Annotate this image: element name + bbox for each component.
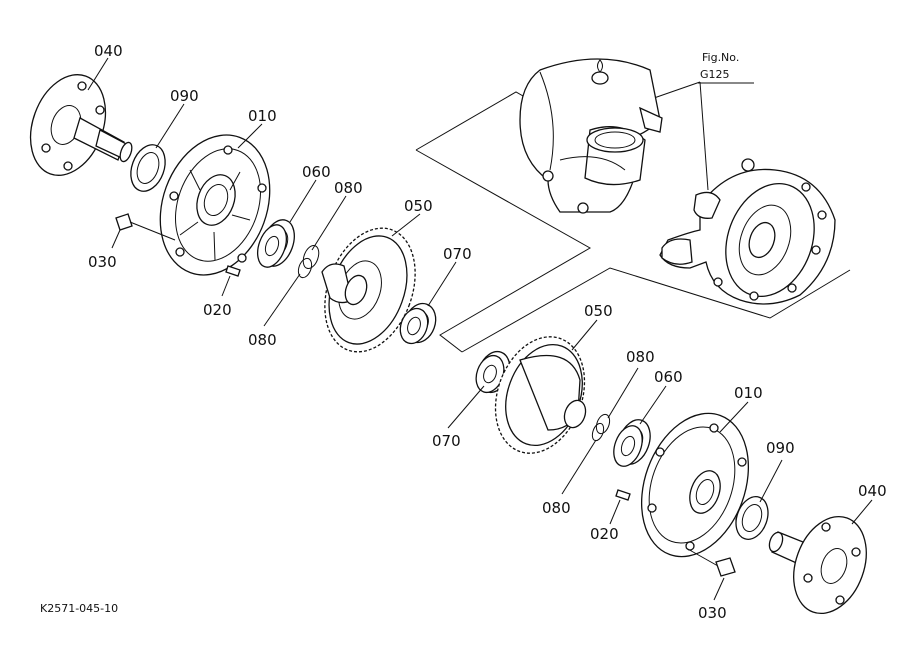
- callout-030-left: 030: [88, 253, 117, 271]
- leader-lines: [87, 57, 873, 601]
- figure-reference-note: Fig.No. G125: [700, 51, 739, 81]
- callout-080-left-top: 080: [334, 179, 363, 197]
- callout-040-left: 040: [94, 42, 123, 60]
- lower-axle-housing: [659, 158, 836, 305]
- callout-040-right: 040: [858, 482, 887, 500]
- upper-axle-housing: [519, 58, 663, 214]
- part-030-bolt-right: [685, 547, 736, 577]
- callout-080-left-bottom: 080: [248, 331, 277, 349]
- part-080-ring-right: [591, 413, 611, 442]
- callout-070-left: 070: [443, 245, 472, 263]
- fig-no-label: Fig.No.: [702, 51, 739, 64]
- callout-010-left: 010: [248, 107, 277, 125]
- callout-050-right: 050: [584, 302, 613, 320]
- part-030-bolt-left: [115, 213, 176, 241]
- part-020-pin-right: [615, 489, 631, 501]
- callout-080-right-bottom: 080: [542, 499, 571, 517]
- callout-010-right: 010: [734, 384, 763, 402]
- part-010-cover-left: [159, 134, 271, 276]
- part-050-bevel-gear-left: [321, 227, 416, 353]
- callout-090-right: 090: [766, 439, 795, 457]
- part-080-ring-left-top: [302, 244, 320, 270]
- part-060-bearing-left: [257, 219, 295, 268]
- part-020-pin-left: [225, 265, 241, 277]
- part-060-bearing-right: [613, 419, 651, 467]
- callout-070-right: 070: [432, 432, 461, 450]
- part-080-ring-left-bottom: [297, 257, 313, 279]
- part-090-seal-right: [735, 496, 769, 540]
- callout-030-right: 030: [698, 604, 727, 622]
- part-010-cover-right: [640, 412, 750, 558]
- part-040-flange-shaft-right: [768, 515, 867, 615]
- callout-labels: 040 090 010 060 080 050 070 030 020 080 …: [88, 42, 887, 622]
- callout-080-right: 080: [626, 348, 655, 366]
- callout-060-right: 060: [654, 368, 683, 386]
- drawing-code: K2571-045-10: [40, 602, 118, 615]
- callout-020-right: 020: [590, 525, 619, 543]
- callout-090-left: 090: [170, 87, 199, 105]
- callout-060-left: 060: [302, 163, 331, 181]
- part-040-flange-shaft-left: [29, 74, 133, 176]
- callout-020-left: 020: [203, 301, 232, 319]
- callout-050-left: 050: [404, 197, 433, 215]
- part-070-bearing-left: [399, 302, 437, 345]
- fig-no-value: G125: [700, 68, 730, 81]
- part-090-seal-left: [130, 144, 166, 192]
- part-050-bevel-gear-right: [494, 336, 587, 454]
